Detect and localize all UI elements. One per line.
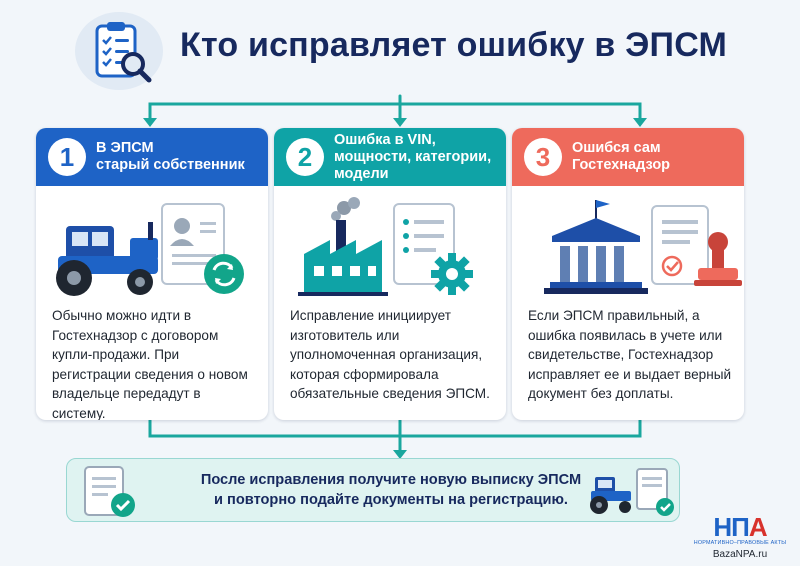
bazanpa-logo: НПА НОРМАТИВНО–ПРАВОВЫЕ АКТЫ BazaNPA.ru <box>684 514 796 564</box>
card-title-line: мощности, категории, <box>334 148 492 165</box>
page-title: Кто исправляет ошибку в ЭПСМ <box>180 26 728 64</box>
card-text: Обычно можно идти в Гостехнадзор с догов… <box>52 308 248 420</box>
card-title-line: В ЭПСМ <box>96 140 154 156</box>
card-number: 1 <box>48 138 86 176</box>
government-building-icon <box>544 200 648 294</box>
logo-mark: НПА <box>686 514 794 540</box>
document-check-icon <box>84 466 135 517</box>
card-title-line: модели <box>334 165 389 182</box>
logo-subtitle: НОРМАТИВНО–ПРАВОВЫЕ АКТЫ <box>693 540 787 546</box>
card-manufacturer-error: 2 Ошибка в VIN, мощности, категории, мод… <box>274 128 506 420</box>
refresh-icon <box>204 254 244 294</box>
result-text-line: и повторно подайте документы на регистра… <box>214 492 568 508</box>
card-text: Исправление инициирует изготовитель или … <box>290 308 490 401</box>
card-header: 2 Ошибка в VIN, мощности, категории, мод… <box>274 128 506 186</box>
logo-letters-blue: НП <box>713 512 749 542</box>
stamp-icon <box>694 232 742 286</box>
card-illustration <box>36 196 268 304</box>
card-text: Если ЭПСМ правильный, а ошибка появилась… <box>528 308 732 401</box>
title-checklist-icon <box>75 12 163 90</box>
tractor-icon <box>56 222 158 296</box>
card-header: 1 В ЭПСМ старый собственник <box>36 128 268 186</box>
document-check-icon <box>651 205 709 285</box>
card-illustration <box>512 196 744 304</box>
card-title: Ошибка в VIN, мощности, категории, модел… <box>334 128 498 186</box>
card-title-line: Ошибка в VIN, <box>334 131 436 148</box>
card-title-line: Ошибся сам <box>572 140 661 156</box>
card-title: Ошибся сам Гостехнадзор <box>572 128 736 186</box>
logo-url[interactable]: BazaNPA.ru <box>712 549 768 560</box>
tractor-icon <box>590 477 631 514</box>
logo-letters-red: А <box>748 512 768 542</box>
gear-icon <box>431 253 473 295</box>
card-number: 2 <box>286 138 324 176</box>
card-number: 3 <box>524 138 562 176</box>
card-header: 3 Ошибся сам Гостехнадзор <box>512 128 744 186</box>
card-title-line: Гостехнадзор <box>572 157 671 173</box>
document-check-icon <box>636 468 674 516</box>
result-text-line: После исправления получите новую выписку… <box>200 472 582 488</box>
card-old-owner: 1 В ЭПСМ старый собственник <box>36 128 268 420</box>
tractor-document-icon <box>590 468 674 516</box>
card-illustration <box>274 196 506 304</box>
card-gostekhnadzor-error: 3 Ошибся сам Гостехнадзор <box>512 128 744 420</box>
result-text: После исправления получите новую выписку… <box>197 470 585 510</box>
card-title-line: старый собственник <box>96 157 245 173</box>
result-banner: После исправления получите новую выписку… <box>66 458 680 522</box>
factory-icon <box>298 197 388 296</box>
card-title: В ЭПСМ старый собственник <box>96 128 260 186</box>
